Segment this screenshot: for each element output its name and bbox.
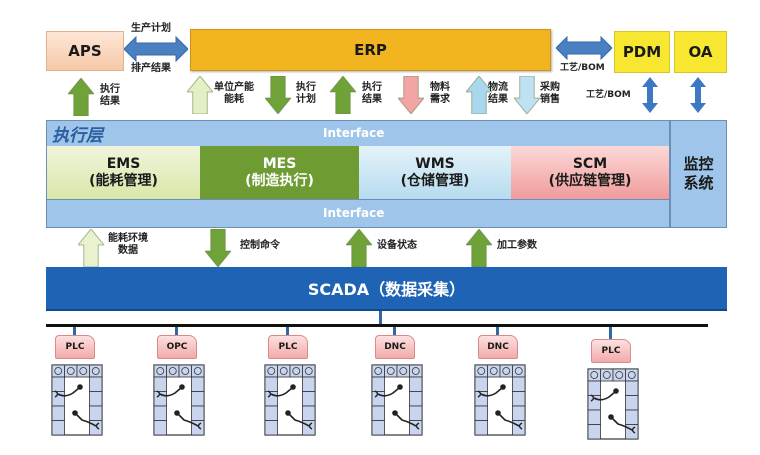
io-module-icon	[51, 364, 103, 436]
device-label-plc[interactable]: PLC	[591, 339, 631, 363]
monitor-line1: 监控	[683, 155, 714, 173]
arrow-up-icon	[344, 228, 374, 271]
flow-label: 物流结果	[488, 82, 508, 105]
device-label-plc[interactable]: PLC	[55, 335, 95, 359]
double-arrow-horizontal-icon	[124, 36, 188, 62]
device-label-plc[interactable]: PLC	[268, 335, 308, 359]
device-label-opc[interactable]: OPC	[157, 335, 197, 359]
pdm-box[interactable]: PDM	[614, 31, 670, 73]
device-connector	[496, 327, 499, 335]
scm-module[interactable]: SCM (供应链管理)	[511, 146, 669, 199]
io-module-icon	[153, 364, 205, 436]
device-label-dnc[interactable]: DNC	[478, 335, 518, 359]
arrow-up-icon	[66, 77, 96, 120]
monitor-line2: 系统	[683, 174, 714, 192]
arrow-down-icon	[512, 75, 542, 118]
device-connector	[609, 327, 612, 339]
oa-box[interactable]: OA	[674, 31, 727, 73]
flow-label: 执行计划	[296, 82, 316, 105]
arrow-up-icon	[464, 228, 494, 271]
flow-label: 采购销售	[540, 82, 560, 105]
device-connector	[286, 327, 289, 335]
interface-bottom-label: Interface	[323, 206, 385, 220]
scm-name: SCM	[572, 155, 608, 172]
device-connector	[393, 327, 396, 335]
scada-bar[interactable]: SCADA（数据采集）	[46, 267, 727, 311]
erp-pdm-label: 工艺/BOM	[560, 63, 605, 73]
arrow-up-icon	[185, 75, 215, 118]
ems-desc: (能耗管理)	[89, 172, 158, 189]
scada-bus-connector	[379, 311, 382, 324]
field-bus-line	[46, 324, 708, 327]
flow-label: 控制命令	[240, 240, 280, 251]
device-connector	[73, 327, 76, 335]
mes-desc: (制造执行)	[245, 172, 314, 189]
monitor-system-box[interactable]: 监控 系统	[670, 120, 727, 228]
interface-top-label: Interface	[323, 126, 385, 140]
double-arrow-vertical-icon	[690, 77, 706, 113]
io-module-icon	[264, 364, 316, 436]
device-label-dnc[interactable]: DNC	[375, 335, 415, 359]
aps-erp-bottom-label: 排产结果	[131, 63, 171, 74]
mes-module[interactable]: MES (制造执行)	[200, 146, 359, 199]
ems-module[interactable]: EMS (能耗管理)	[47, 146, 200, 199]
flow-label: 能耗环境数据	[108, 233, 148, 256]
arrow-up-icon	[328, 75, 358, 118]
arrow-up-icon	[464, 75, 494, 118]
aps-erp-top-label: 生产计划	[131, 23, 171, 34]
arrow-down-icon	[263, 75, 293, 118]
double-arrow-vertical-icon	[642, 77, 658, 113]
divider	[46, 199, 670, 200]
flow-label: 执行结果	[362, 82, 382, 105]
flow-label: 单位产能能耗	[214, 82, 254, 105]
io-module-icon	[371, 364, 423, 436]
wms-module[interactable]: WMS (仓储管理)	[359, 146, 511, 199]
scm-desc: (供应链管理)	[548, 172, 632, 189]
flow-label: 设备状态	[377, 240, 417, 251]
flow-label: 物料需求	[430, 82, 450, 105]
aps-box[interactable]: APS	[46, 31, 124, 71]
execution-layer-title: 执行层	[52, 126, 103, 146]
arrow-down-icon	[396, 75, 426, 118]
arrow-down-icon	[203, 228, 233, 271]
flow-label: 加工参数	[497, 240, 537, 251]
io-module-icon	[474, 364, 526, 436]
ems-name: EMS	[106, 155, 141, 172]
wms-name: WMS	[415, 155, 455, 172]
pdm-exec-label: 工艺/BOM	[586, 90, 631, 100]
device-connector	[175, 327, 178, 335]
flow-label: 执行结果	[100, 84, 120, 107]
io-module-icon	[587, 368, 639, 440]
double-arrow-horizontal-icon	[556, 36, 612, 60]
erp-box[interactable]: ERP	[190, 29, 551, 71]
arrow-up-icon	[76, 228, 106, 271]
mes-name: MES	[262, 155, 297, 172]
wms-desc: (仓储管理)	[400, 172, 470, 189]
